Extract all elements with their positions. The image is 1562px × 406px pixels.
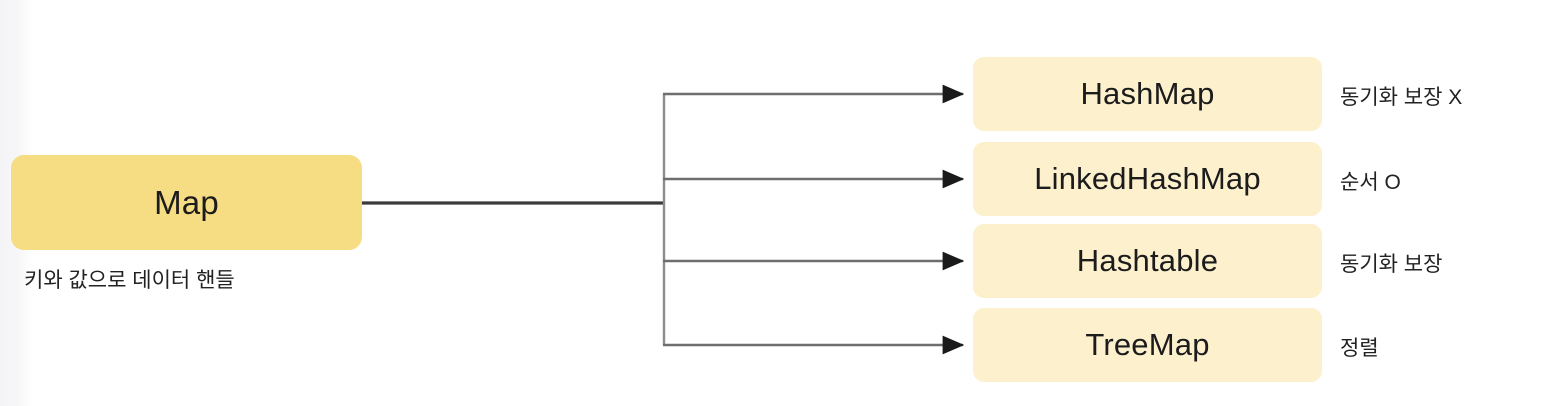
node-treemap[interactable]: TreeMap <box>973 308 1322 382</box>
node-hashmap[interactable]: HashMap <box>973 57 1322 131</box>
node-hashmap-label: HashMap <box>1080 76 1215 111</box>
node-map-caption: 키와 값으로 데이터 핸들 <box>24 269 235 292</box>
annotation-treemap: 정렬 <box>1340 337 1379 360</box>
node-treemap-label: TreeMap <box>1085 327 1210 362</box>
node-map-label: Map <box>154 183 219 221</box>
annotation-hashmap: 동기화 보장 X <box>1340 86 1463 109</box>
node-hashtable-label: Hashtable <box>1076 243 1219 278</box>
annotation-hashtable: 동기화 보장 <box>1340 253 1443 276</box>
node-linkedhashmap[interactable]: LinkedHashMap <box>973 142 1322 216</box>
node-map[interactable]: Map <box>11 155 362 250</box>
node-linkedhashmap-label: LinkedHashMap <box>1034 161 1261 196</box>
node-hashtable[interactable]: Hashtable <box>973 224 1322 298</box>
annotation-linkedhashmap: 순서 O <box>1340 171 1401 194</box>
